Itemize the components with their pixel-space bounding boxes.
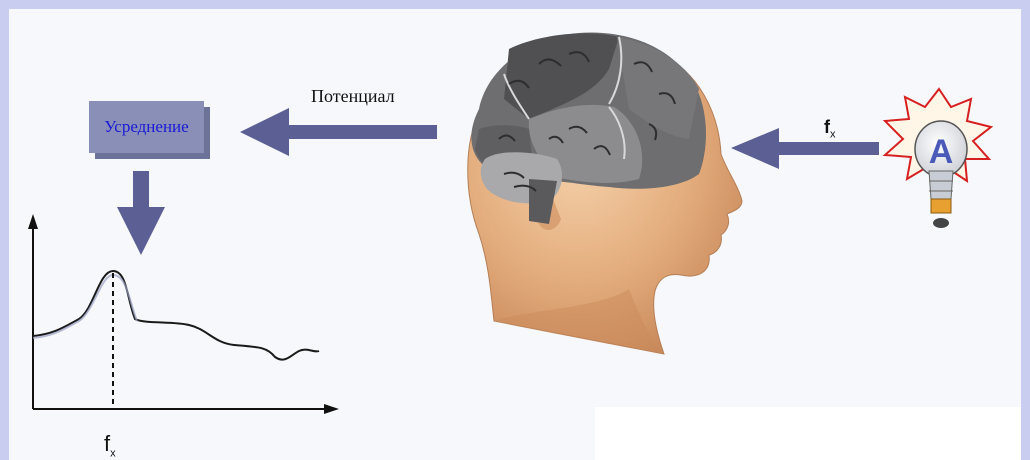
- graph-axes: [28, 214, 339, 414]
- diagram-graphics: A: [9, 9, 1021, 460]
- potential-label: Потенциал: [311, 86, 395, 107]
- averaging-box: Усреднение: [89, 101, 204, 153]
- diagram-canvas: A Усреднение Потенциал fx fx: [9, 9, 1021, 460]
- light-bulb-icon: A: [885, 89, 991, 228]
- down-arrow: [117, 171, 165, 255]
- stimulus-frequency-label: fx: [824, 117, 836, 141]
- stimulus-arrow: [731, 128, 879, 169]
- axis-frequency-label: fx: [104, 431, 116, 459]
- averaging-label: Усреднение: [104, 117, 188, 137]
- potential-arrow: [240, 108, 437, 156]
- evoked-potential-curve: [33, 271, 319, 360]
- blank-area: [595, 407, 1021, 460]
- bulb-letter: A: [929, 133, 954, 171]
